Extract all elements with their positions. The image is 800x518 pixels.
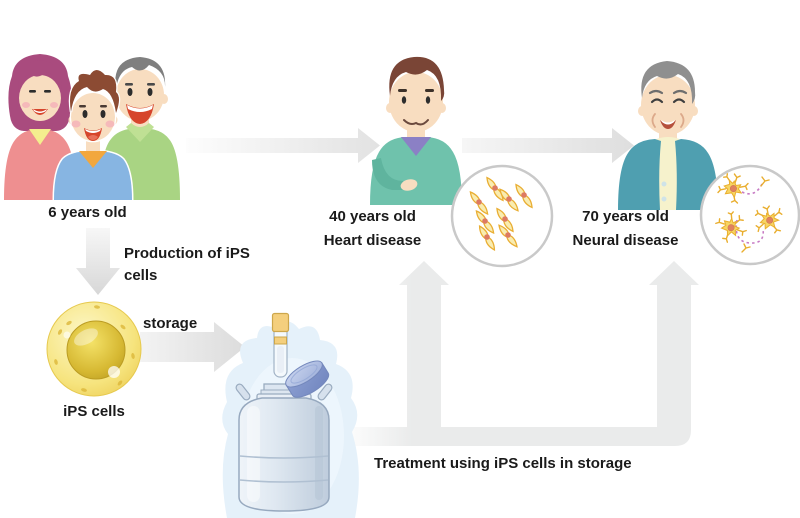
arrow-storage [140,322,245,372]
label-age-70: 70 years old [582,208,669,225]
arrow-production-down [76,228,120,295]
family-illustration [4,54,180,202]
sample-tube-icon [271,312,290,378]
adult-man-illustration [370,56,462,205]
treatment-path-arrow [345,261,699,446]
label-patient-70: 70 years old Neural disease [563,205,688,253]
arrow-40-to-70 [462,128,634,163]
cryogenic-storage-tank-illustration [222,312,359,518]
label-treatment: Treatment using iPS cells in storage [374,455,632,472]
neuron-cells-circle [699,164,800,266]
arrow-family-to-40 [186,128,380,163]
label-ips-cells: iPS cells [63,403,125,420]
tank-lid-icon [285,360,330,398]
elderly-man-illustration [618,61,718,210]
label-six-years-old: 6 years old [48,204,127,221]
label-neural-disease: Neural disease [572,232,679,249]
label-patient-40: 40 years old Heart disease [310,205,435,253]
label-age-40: 40 years old [329,208,416,225]
ips-cell-illustration [46,301,142,397]
label-storage: storage [143,315,198,332]
cardiac-cells-circle [450,164,554,268]
label-heart-disease: Heart disease [323,232,422,249]
label-production-of-ips-cells: Production of iPS cells [124,245,250,284]
